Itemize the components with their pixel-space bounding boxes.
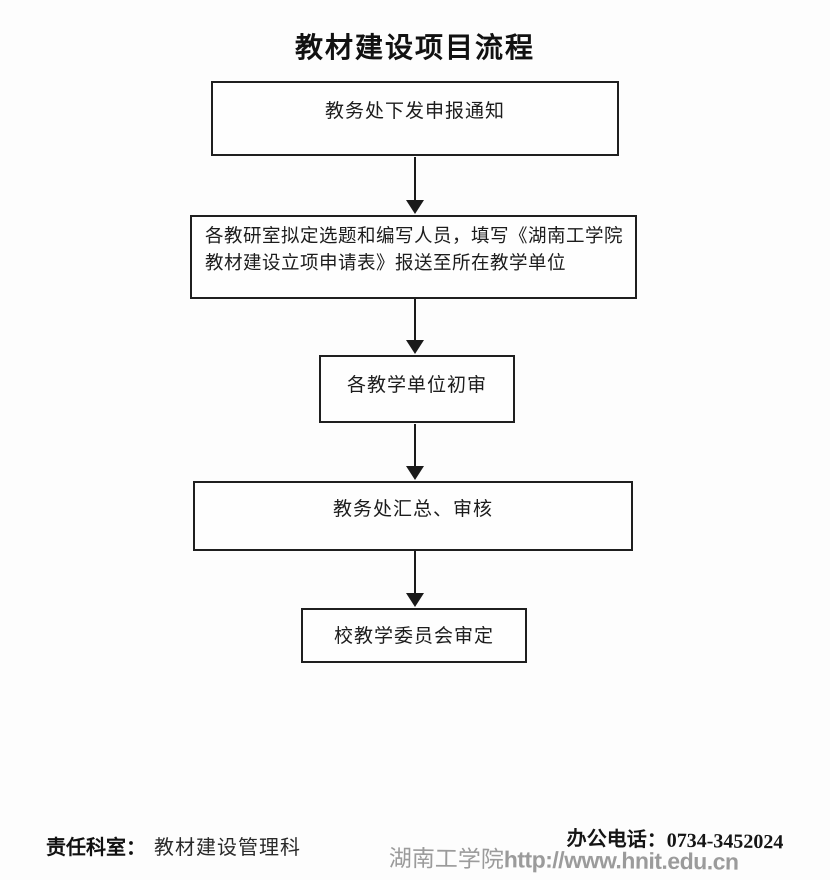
office-phone: 办公电话：0734-3452024 [567, 822, 784, 854]
down-arrow-icon [414, 424, 416, 478]
flow-node-label: 校教学委员会审定 [333, 626, 494, 647]
responsible-department-value: 教材建设管理科 [154, 837, 301, 859]
flow-node-notice: 教务处下发申报通知 [211, 81, 619, 156]
down-arrow-icon [414, 157, 416, 212]
flow-node-label: 教务处汇总、审核 [332, 499, 493, 520]
flow-node-label-line1: 各教研室拟定选题和编写人员，填写《湖南工学院 [205, 227, 624, 247]
flow-node-application: 各教研室拟定选题和编写人员，填写《湖南工学院 教材建设立项申请表》报送至所在教学… [190, 215, 637, 299]
responsible-department: 责任科室： 教材建设管理科 [46, 831, 301, 860]
page-title: 教材建设项目流程 [294, 32, 535, 63]
flow-node-label: 教务处下发申报通知 [324, 101, 505, 122]
office-phone-label: 办公电话： [566, 827, 667, 852]
down-arrow-icon [414, 299, 416, 352]
responsible-department-label: 责任科室： [46, 837, 146, 859]
watermark-school-name: 湖南工学院 [388, 845, 504, 873]
flow-node-label: 各教学单位初审 [346, 375, 487, 396]
down-arrow-icon [414, 551, 416, 605]
flow-node-unit-review: 各教学单位初审 [319, 355, 515, 423]
flow-node-office-review: 教务处汇总、审核 [193, 481, 633, 551]
flow-node-committee-review: 校教学委员会审定 [301, 608, 527, 663]
flow-node-label-line2: 教材建设立项申请表》报送至所在教学单位 [205, 254, 567, 274]
office-phone-value: 0734-3452024 [666, 829, 784, 854]
